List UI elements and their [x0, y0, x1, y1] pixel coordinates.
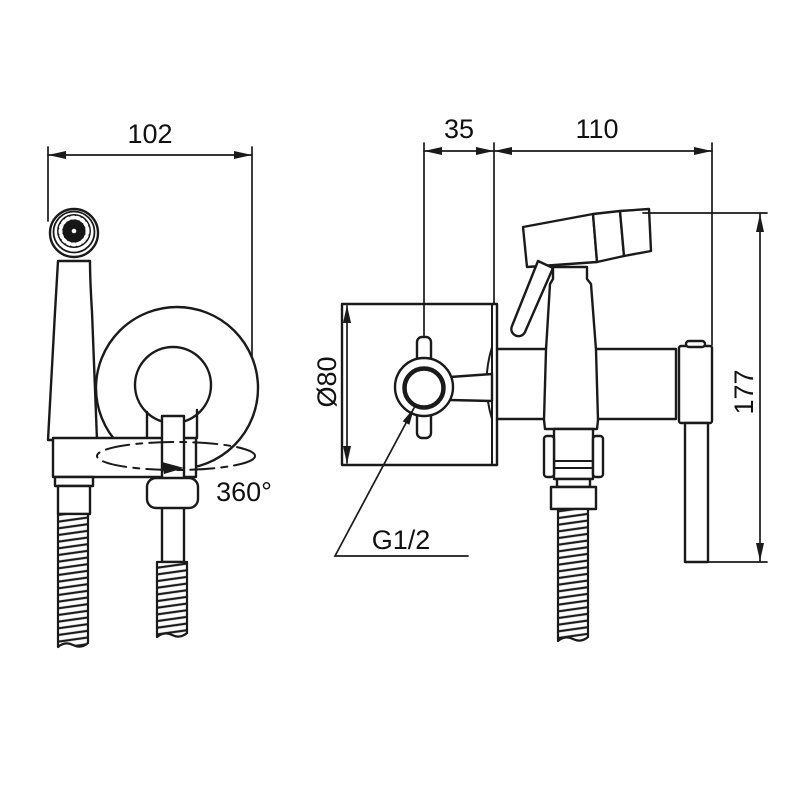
arrow-102-right [234, 151, 252, 159]
left-outlet-step [53, 475, 95, 488]
arrow-35-right [476, 147, 494, 155]
rotation-arrowhead [162, 462, 184, 474]
sprayer-body-side [542, 265, 600, 431]
sprayer-head-side [521, 212, 599, 269]
wall-mount-block [677, 344, 714, 425]
dim-text-diameter: Ø80 [312, 356, 342, 407]
center-tube-nut [145, 476, 200, 510]
wall-mount-tube [683, 421, 710, 564]
arrow-height-top [756, 214, 764, 232]
left-hose [56, 512, 90, 649]
dim-text-110: 110 [575, 114, 618, 144]
sprayer-handle-front [46, 259, 99, 442]
thread-leader-arrowhead [402, 408, 414, 425]
side-view [340, 207, 714, 643]
thread-size-label: G1/2 [372, 525, 431, 555]
holder-cup [552, 427, 595, 481]
nozzle-segment-1 [591, 209, 626, 264]
left-outlet-nut [56, 484, 92, 516]
rotation-label: 360° [216, 477, 272, 507]
rotation-ellipse [96, 441, 256, 471]
side-view-dimensions: 35 110 Ø80 177 G1/2 [312, 114, 768, 563]
fork-lines [145, 408, 199, 440]
holder-arm-lines [495, 347, 678, 421]
arrow-110-left [494, 147, 512, 155]
holder-clip-right [591, 434, 605, 479]
valve-handle-right-bar [448, 372, 494, 403]
dim-text-height: 177 [729, 369, 759, 414]
side-hose [556, 507, 590, 643]
spray-nozzle-ring [58, 215, 90, 247]
thread-leader-line [333, 407, 469, 557]
valve-handle-inner [402, 366, 446, 410]
arrow-diameter-bottom [343, 446, 351, 464]
holder-clip-left [542, 434, 556, 479]
arrow-height-bottom [756, 543, 764, 561]
arrow-102-left [48, 151, 66, 159]
arrow-110-right [694, 147, 712, 155]
arrow-diameter-top [343, 305, 351, 323]
wall-mount-cap [684, 339, 707, 349]
trigger-lever [510, 259, 555, 338]
front-view [46, 207, 260, 649]
spray-center-dot [71, 228, 77, 234]
front-view-dimensions: 102 360° [47, 119, 272, 507]
arrow-35-left [424, 147, 442, 155]
hose-nut [549, 485, 598, 511]
nozzle-segment-2 [618, 207, 653, 258]
center-hose [155, 560, 189, 639]
dim-text-102: 102 [127, 119, 172, 149]
dim-text-35: 35 [444, 114, 474, 144]
head-rim-ring [52, 210, 96, 254]
holder-cup-lines [553, 460, 594, 469]
